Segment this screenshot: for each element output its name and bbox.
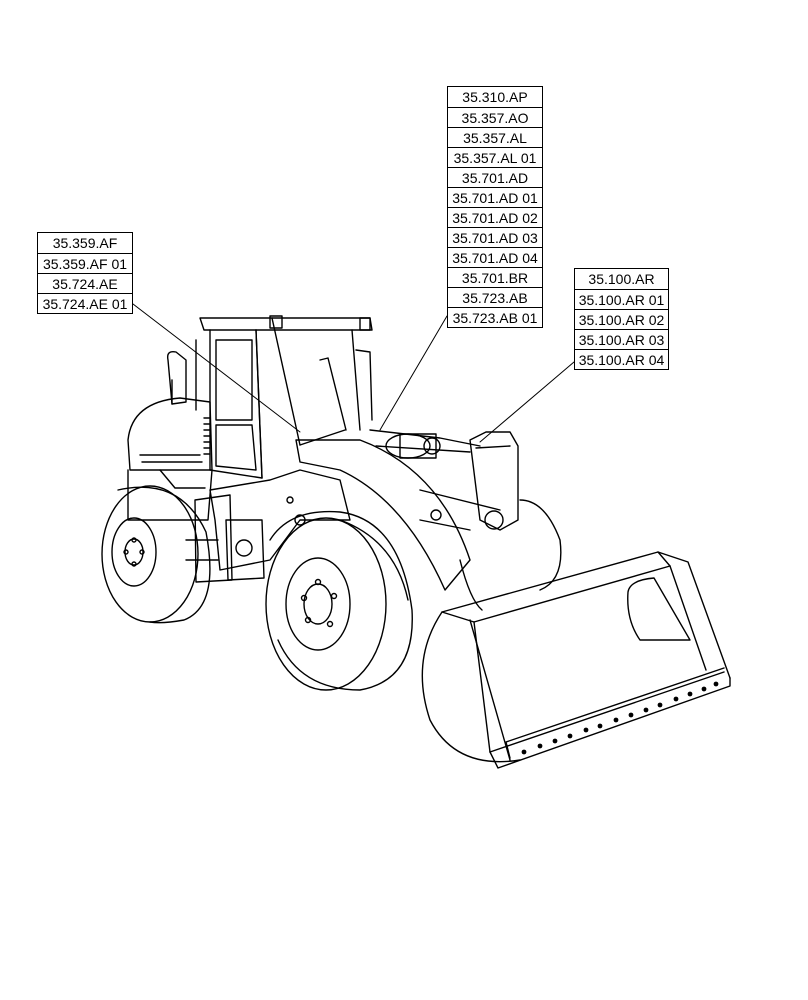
- callout-label: 35.357.AL: [448, 127, 542, 147]
- frame: [185, 469, 351, 583]
- exhaust-stack: [166, 350, 187, 405]
- callout-label: 35.100.AR: [588, 271, 655, 287]
- callout-label: 35.701.AD 03: [448, 227, 542, 247]
- callout-label: 35.723.AB 01: [448, 307, 542, 327]
- callout-box-left: 35.359.AF 35.359.AF 01 35.724.AE 35.724.…: [37, 232, 133, 314]
- bucket: [421, 551, 731, 769]
- callout-label: 35.100.AR 03: [575, 329, 668, 349]
- callout-label: 35.100.AR 01: [575, 289, 668, 309]
- callout-label: 35.701.BR: [448, 267, 542, 287]
- callout-label: 35.701.AD 02: [448, 207, 542, 227]
- callout-label: 35.100.AR 02: [575, 309, 668, 329]
- cab: [195, 315, 373, 479]
- rear-wheel: [101, 485, 211, 624]
- callout-label: 35.724.AE 01: [38, 293, 132, 313]
- callout-label: 35.359.AF: [52, 235, 118, 251]
- callout-label: 35.723.AB: [448, 287, 542, 307]
- callout-label: 35.359.AF 01: [38, 253, 132, 273]
- callout-label: 35.357.AO: [448, 107, 542, 127]
- callout-label: 35.724.AE: [38, 273, 132, 293]
- lift-arm: [295, 429, 562, 611]
- callout-label: 35.357.AL 01: [448, 147, 542, 167]
- callout-label: 35.100.AR 04: [575, 349, 668, 369]
- callout-box-center: 35.310.AP 35.357.AO 35.357.AL 35.357.AL …: [447, 86, 543, 328]
- callout-label: 35.701.AD 04: [448, 247, 542, 267]
- callout-label: 35.701.AD: [448, 167, 542, 187]
- engine-hood: [127, 397, 213, 521]
- callout-label: 35.310.AP: [462, 89, 528, 105]
- leader-lines: [132, 303, 575, 443]
- callout-label: 35.701.AD 01: [448, 187, 542, 207]
- callout-box-right: 35.100.AR 35.100.AR 01 35.100.AR 02 35.1…: [574, 268, 669, 370]
- front-wheel: [265, 510, 413, 691]
